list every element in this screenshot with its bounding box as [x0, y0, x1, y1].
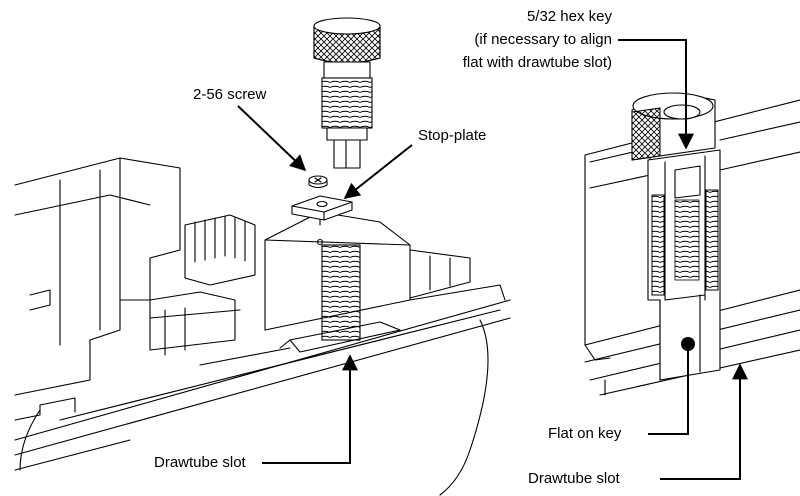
label-flat-on-key: Flat on key: [548, 425, 622, 442]
flat-on-key-leader: [648, 348, 689, 435]
focuser-body-left: [14, 157, 511, 496]
label-screw: 2-56 screw: [193, 86, 267, 103]
label-stop-plate: Stop-plate: [418, 127, 487, 144]
screw-leader: [237, 105, 307, 172]
thumb-screw-section: [631, 92, 721, 381]
drawtube-slot-right-leader: [660, 363, 748, 480]
stop-plate-part: [291, 195, 353, 221]
stop-plate-leader: [343, 144, 413, 199]
drawtube-slot-left-leader: [262, 354, 358, 464]
leader-lines: [237, 39, 748, 480]
thumb-screw-part: [313, 17, 381, 169]
small-screw-part: [308, 175, 328, 189]
threaded-stud: [321, 244, 361, 341]
label-hex-key-line1: 5/32 hex key: [526, 8, 612, 25]
hex-key-leader: [618, 39, 694, 150]
flat-on-key-dot: [681, 337, 695, 351]
label-hex-key-line3: flat with drawtube slot): [462, 54, 612, 71]
label-hex-key-line2: (if necessary to align: [474, 31, 612, 48]
label-drawtube-slot-right: Drawtube slot: [528, 470, 620, 487]
label-drawtube-slot-left: Drawtube slot: [154, 454, 246, 471]
